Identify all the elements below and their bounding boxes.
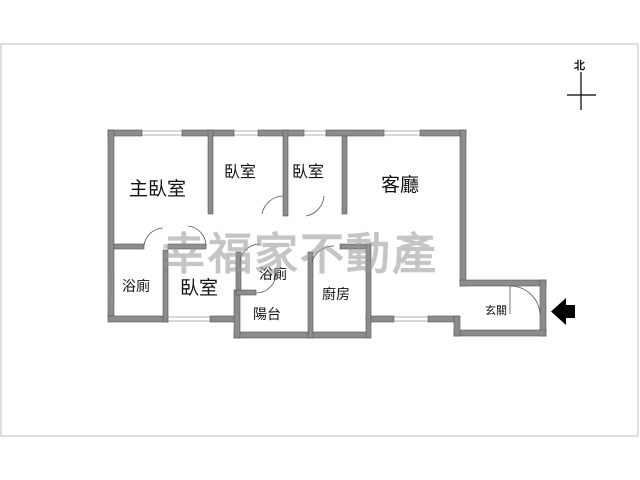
walls — [107, 129, 547, 339]
wall-bed-b-right — [341, 135, 348, 215]
room-label-balcony: 陽台 — [253, 307, 281, 323]
room-label-bedroom-c: 臥室 — [180, 277, 219, 299]
room-label-master-bedroom: 主臥室 — [129, 178, 187, 200]
wall-top-5 — [419, 129, 467, 137]
entrance-arrow — [551, 298, 575, 325]
room-label-entrance: 玄關 — [485, 304, 507, 317]
room-label-bedroom-a: 臥室 — [224, 162, 257, 181]
wall-kitchen-right — [365, 243, 372, 339]
wall-top-3 — [257, 129, 305, 137]
wall-left-bath-right — [162, 249, 169, 323]
windows — [108, 130, 428, 322]
page-border — [0, 43, 639, 437]
wall-bottom-6 — [453, 329, 547, 337]
wall-bath-center-right — [307, 251, 314, 339]
wall-master-right — [207, 129, 214, 215]
wall-right-living — [459, 129, 467, 287]
room-label-bath-center: 浴廁 — [259, 267, 287, 283]
north-label: 北 — [574, 59, 585, 72]
wall-balcony-left — [233, 289, 241, 339]
wall-bottom-1 — [107, 315, 169, 323]
wall-entrance-left — [453, 315, 461, 337]
wall-left-bath-top — [113, 243, 145, 250]
wall-entrance-right — [539, 279, 547, 337]
wall-bed-a-right — [282, 129, 289, 217]
north-compass — [567, 72, 596, 110]
watermark-text: 幸福家不動產 — [162, 229, 438, 280]
door-swings — [143, 195, 541, 315]
wall-top-4 — [325, 129, 385, 137]
wall-bottom-3 — [233, 331, 371, 339]
wall-bottom-5 — [427, 315, 459, 323]
room-label-kitchen: 廚房 — [322, 287, 350, 303]
room-label-living-room: 客廳 — [381, 174, 420, 196]
wall-bed-c-top — [167, 243, 207, 250]
wall-step-entrance — [459, 279, 547, 287]
room-label-bath-left: 浴廁 — [122, 279, 150, 295]
room-label-bedroom-b: 臥室 — [292, 162, 325, 181]
wall-bath-center-bottom — [235, 289, 257, 296]
